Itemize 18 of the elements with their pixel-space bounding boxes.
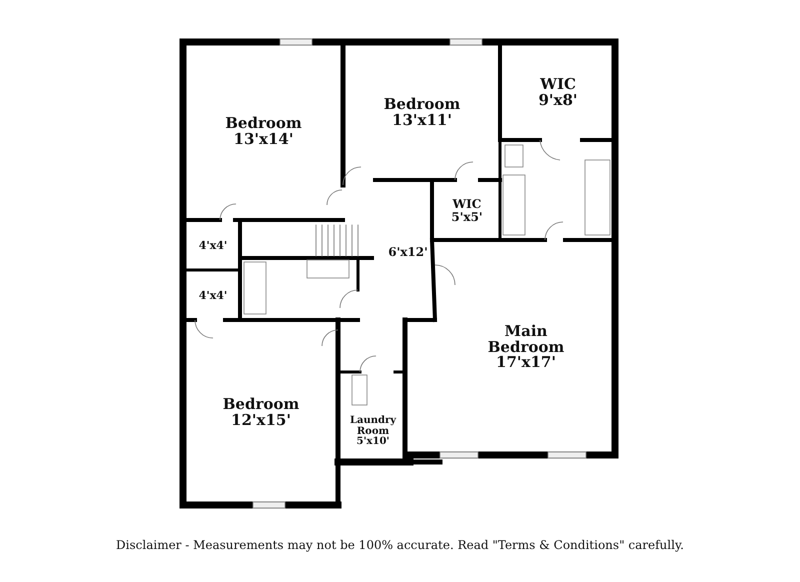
room-dimensions: 12'x15' [231, 412, 291, 428]
room-dimensions: 9'x8' [538, 93, 578, 109]
room-dimensions: 4'x4' [198, 290, 228, 302]
room-name: WIC [452, 198, 482, 211]
room-name: Laundry Room [348, 416, 398, 437]
room-dimensions: 4'x4' [198, 240, 228, 252]
room-name: Bedroom [222, 396, 300, 412]
room-dimensions: 5'x5' [451, 211, 483, 224]
room-name: WIC [540, 77, 576, 93]
room-dimensions: 13'x11' [392, 113, 452, 129]
disclaimer-text: Disclaimer - Measurements may not be 100% accurate. Read "Terms & Conditions" carefully. [115, 538, 685, 552]
room-dimensions: 13'x14' [234, 132, 294, 148]
room-dimensions: 5'x10' [356, 437, 390, 448]
room-name: Bedroom [384, 97, 460, 113]
room-dimensions: 17'x17' [496, 355, 556, 372]
room-name: Bedroom [225, 116, 302, 132]
room-dimensions: 6'x12' [388, 246, 428, 259]
room-name: Main Bedroom [486, 324, 566, 356]
